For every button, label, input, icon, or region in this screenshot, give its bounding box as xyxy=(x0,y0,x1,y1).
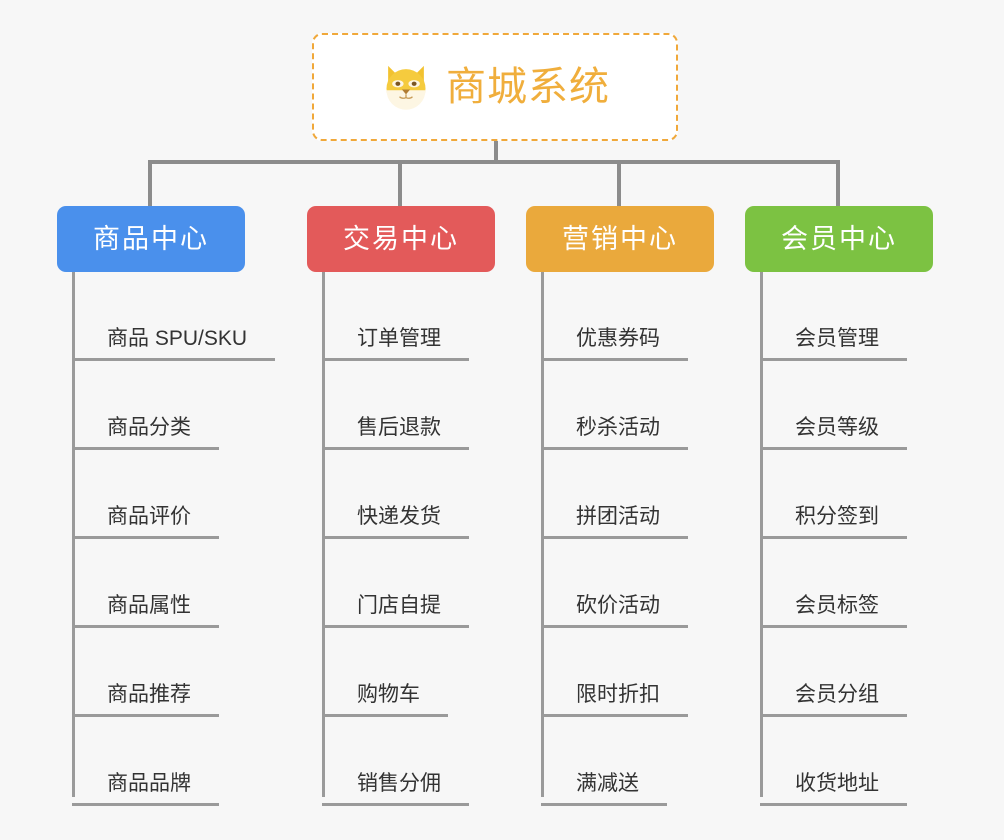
list-item[interactable]: 优惠券码 xyxy=(541,272,714,361)
leaf-label: 限时折扣 xyxy=(541,683,688,717)
branch-title-1: 商品中心 xyxy=(93,223,209,254)
connector-horizontal-bus xyxy=(148,160,840,164)
leaf-label: 会员分组 xyxy=(760,683,907,717)
leaf-list-2: 订单管理 售后退款 快递发货 门店自提 购物车 销售分佣 xyxy=(307,272,495,806)
leaf-label: 门店自提 xyxy=(322,594,469,628)
list-item[interactable]: 会员分组 xyxy=(760,628,933,717)
leaf-list-4: 会员管理 会员等级 积分签到 会员标签 会员分组 收货地址 xyxy=(745,272,933,806)
list-item[interactable]: 积分签到 xyxy=(760,450,933,539)
leaf-label: 优惠券码 xyxy=(541,327,688,361)
leaf-label: 商品推荐 xyxy=(72,683,219,717)
list-item[interactable]: 商品 SPU/SKU xyxy=(72,272,276,361)
leaf-label: 销售分佣 xyxy=(322,772,469,806)
branch-header-3[interactable]: 营销中心 xyxy=(526,206,714,272)
leaf-label: 商品品牌 xyxy=(72,772,219,806)
list-item[interactable]: 订单管理 xyxy=(322,272,495,361)
list-item[interactable]: 商品属性 xyxy=(72,539,275,628)
branch-header-2[interactable]: 交易中心 xyxy=(307,206,495,272)
branch-marketing-center: 营销中心 优惠券码 秒杀活动 拼团活动 砍价活动 限时折扣 满减送 xyxy=(526,206,714,806)
leaf-label: 会员等级 xyxy=(760,416,907,450)
list-item[interactable]: 秒杀活动 xyxy=(541,361,714,450)
list-item[interactable]: 会员管理 xyxy=(760,272,933,361)
leaf-label: 会员管理 xyxy=(760,327,907,361)
connector-drop-4 xyxy=(836,160,840,206)
branch-product-center: 商品中心 商品 SPU/SKU 商品分类 商品评价 商品属性 商品推荐 商品品牌 xyxy=(57,206,276,806)
branch-header-1[interactable]: 商品中心 xyxy=(57,206,245,272)
leaf-label: 商品分类 xyxy=(72,416,219,450)
branch-title-2: 交易中心 xyxy=(343,223,459,254)
shiba-dog-face-icon xyxy=(386,65,426,110)
leaf-label: 商品评价 xyxy=(72,505,219,539)
leaf-label: 满减送 xyxy=(541,772,667,806)
list-item[interactable]: 砍价活动 xyxy=(541,539,714,628)
list-item[interactable]: 商品品牌 xyxy=(72,717,275,806)
connector-drop-3 xyxy=(617,160,621,206)
list-item[interactable]: 商品分类 xyxy=(72,361,275,450)
leaf-label: 积分签到 xyxy=(760,505,907,539)
leaf-label: 砍价活动 xyxy=(541,594,688,628)
leaf-label: 快递发货 xyxy=(322,505,469,539)
branch-member-center: 会员中心 会员管理 会员等级 积分签到 会员标签 会员分组 收货地址 xyxy=(745,206,933,806)
list-item[interactable]: 会员标签 xyxy=(760,539,933,628)
leaf-label: 商品 SPU/SKU xyxy=(72,327,276,361)
leaf-label: 秒杀活动 xyxy=(541,416,688,450)
root-title: 商城系统 xyxy=(446,65,610,109)
branch-trade-center: 交易中心 订单管理 售后退款 快递发货 门店自提 购物车 销售分佣 xyxy=(307,206,495,806)
root-node[interactable]: 商城系统 xyxy=(312,33,678,141)
leaf-label: 收货地址 xyxy=(760,772,907,806)
connector-drop-1 xyxy=(148,160,152,206)
list-item[interactable]: 售后退款 xyxy=(322,361,495,450)
branch-spine-4 xyxy=(760,272,763,797)
leaf-label: 会员标签 xyxy=(760,594,907,628)
leaf-label: 订单管理 xyxy=(322,327,469,361)
connector-root-stem xyxy=(494,141,498,163)
list-item[interactable]: 购物车 xyxy=(322,628,495,717)
list-item[interactable]: 满减送 xyxy=(541,717,714,806)
list-item[interactable]: 拼团活动 xyxy=(541,450,714,539)
branch-spine-3 xyxy=(541,272,544,797)
branch-header-4[interactable]: 会员中心 xyxy=(745,206,933,272)
list-item[interactable]: 快递发货 xyxy=(322,450,495,539)
connector-drop-2 xyxy=(398,160,402,206)
list-item[interactable]: 门店自提 xyxy=(322,539,495,628)
list-item[interactable]: 限时折扣 xyxy=(541,628,714,717)
leaf-label: 商品属性 xyxy=(72,594,219,628)
branch-spine-2 xyxy=(322,272,325,797)
leaf-list-3: 优惠券码 秒杀活动 拼团活动 砍价活动 限时折扣 满减送 xyxy=(526,272,714,806)
list-item[interactable]: 商品推荐 xyxy=(72,628,275,717)
leaf-list-1: 商品 SPU/SKU 商品分类 商品评价 商品属性 商品推荐 商品品牌 xyxy=(57,272,276,806)
leaf-label: 售后退款 xyxy=(322,416,469,450)
leaf-label: 购物车 xyxy=(322,683,448,717)
list-item[interactable]: 销售分佣 xyxy=(322,717,495,806)
branch-spine-1 xyxy=(72,272,75,797)
list-item[interactable]: 收货地址 xyxy=(760,717,933,806)
list-item[interactable]: 商品评价 xyxy=(72,450,275,539)
branch-title-4: 会员中心 xyxy=(781,223,897,254)
leaf-label: 拼团活动 xyxy=(541,505,688,539)
branch-title-3: 营销中心 xyxy=(562,223,678,254)
list-item[interactable]: 会员等级 xyxy=(760,361,933,450)
